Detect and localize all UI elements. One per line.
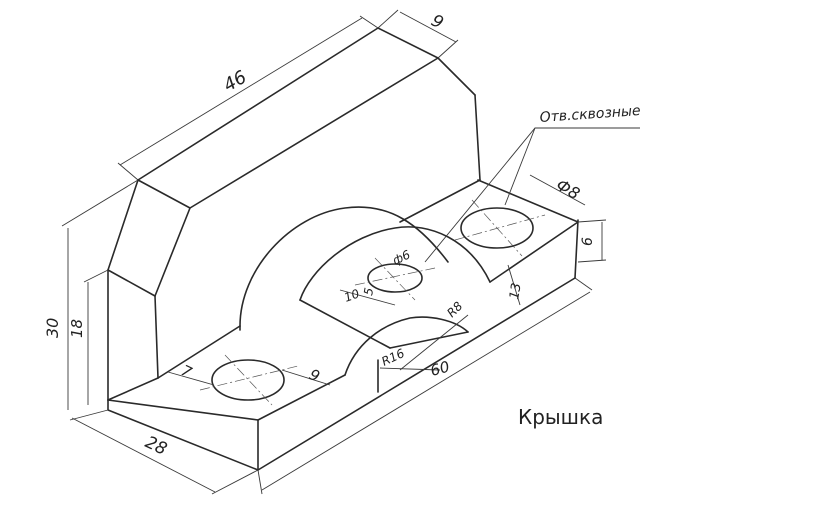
drawing-title: Крышка [518, 405, 603, 429]
hole-right [460, 207, 534, 249]
dim-13: 13 [507, 282, 525, 301]
labels: 46 9 30 18 28 60 7 9 Ф8 ф6 6 13 10 5 R16… [43, 11, 641, 460]
dim-30: 30 [43, 318, 62, 338]
dim-r8: R8 [444, 299, 465, 320]
dimension-lines [61, 9, 640, 495]
dim-10: 10 [342, 286, 361, 305]
dim-46: 46 [220, 67, 250, 97]
dim-r16: R16 [379, 346, 407, 369]
dim-f6: ф6 [390, 247, 412, 267]
dim-60: 60 [428, 358, 451, 380]
dim-f8: Ф8 [553, 175, 583, 203]
dim-5: 5 [361, 287, 376, 297]
dim-18: 18 [68, 319, 86, 338]
holes [199, 199, 546, 406]
hole-middle [367, 263, 423, 293]
hole-left [211, 359, 285, 401]
note-through-holes: Отв.сквозные [539, 103, 641, 126]
dim-9-right: 9 [306, 365, 322, 385]
dim-9-top: 9 [428, 11, 447, 34]
dim-28: 28 [142, 432, 170, 459]
part-outline [107, 27, 579, 471]
dim-6: 6 [580, 237, 596, 246]
